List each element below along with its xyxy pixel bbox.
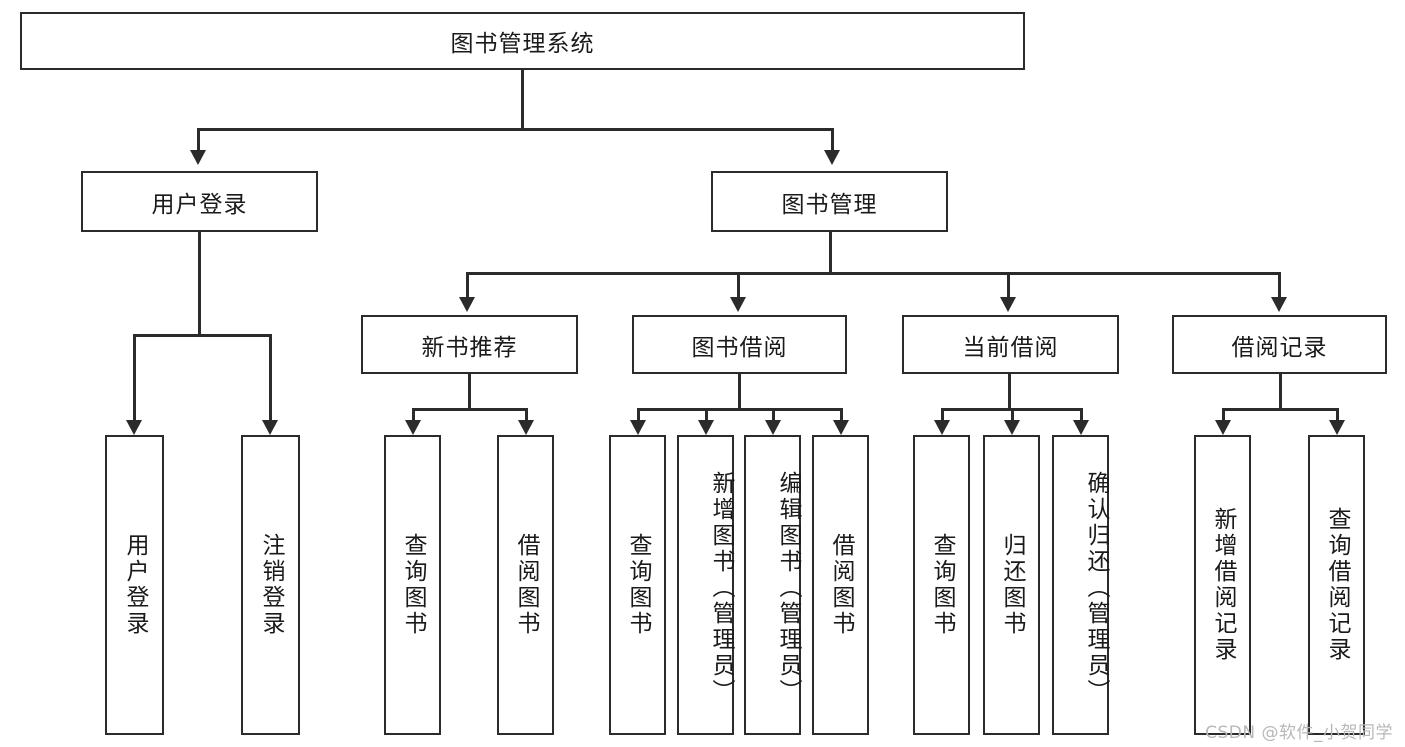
edge-root-to-book-mgmt — [831, 128, 834, 150]
edge-to-current-borrow — [1007, 272, 1010, 299]
arrowhead-bb-leaf-3 — [765, 420, 781, 435]
edge-user-login-to-leaf-2 — [269, 334, 272, 420]
node-label: 注销登录 — [258, 533, 284, 637]
node-label: 查询借阅记录 — [1324, 507, 1350, 663]
edge-book-borrow-stem — [738, 374, 741, 410]
node-label: 查询图书 — [929, 533, 955, 637]
leaf-nb-borrow-book[interactable]: 借阅图书 — [497, 435, 554, 735]
edge-current-borrow-bar — [941, 408, 1080, 411]
node-label: 借阅图书 — [828, 533, 854, 637]
edge-cb-leaf-2 — [1011, 408, 1014, 422]
arrowhead-cb-leaf-3 — [1073, 420, 1089, 435]
arrowhead-new-book — [459, 297, 475, 312]
edge-book-mgmt-stem — [829, 232, 832, 274]
node-root-system[interactable]: 图书管理系统 — [20, 12, 1025, 70]
leaf-nb-query-book[interactable]: 查询图书 — [384, 435, 441, 735]
node-label: 借阅图书 — [513, 533, 539, 637]
arrowhead-bb-leaf-4 — [833, 420, 849, 435]
edge-new-book-stem — [468, 374, 471, 410]
leaf-br-query-record[interactable]: 查询借阅记录 — [1308, 435, 1365, 735]
arrowhead-borrow-record — [1271, 297, 1287, 312]
edge-br-leaf-1 — [1222, 408, 1225, 422]
edge-to-borrow-record — [1278, 272, 1281, 299]
arrowhead-bb-leaf-2 — [698, 420, 714, 435]
edge-user-login-bar — [133, 334, 271, 337]
arrowhead-br-leaf-1 — [1215, 420, 1231, 435]
node-label: 确认归还（管理员） — [1083, 471, 1109, 705]
leaf-cb-return-book[interactable]: 归还图书 — [983, 435, 1040, 735]
arrowhead-br-leaf-2 — [1329, 420, 1345, 435]
edge-br-leaf-2 — [1336, 408, 1339, 422]
edge-root-stem — [521, 70, 524, 130]
node-user-login[interactable]: 用户登录 — [81, 171, 318, 232]
leaf-bb-query-book[interactable]: 查询图书 — [609, 435, 666, 735]
node-label: 图书管理系统 — [450, 31, 595, 57]
leaf-bb-borrow-book[interactable]: 借阅图书 — [812, 435, 869, 735]
leaf-br-add-record[interactable]: 新增借阅记录 — [1194, 435, 1251, 735]
arrowhead-book-borrow — [730, 297, 746, 312]
edge-new-book-leaf-2 — [525, 408, 528, 422]
arrowhead-book-mgmt — [824, 150, 840, 165]
arrowhead-cb-leaf-1 — [934, 420, 950, 435]
node-label: 新增图书（管理员） — [708, 471, 734, 705]
node-label: 查询图书 — [625, 533, 651, 637]
node-current-borrow[interactable]: 当前借阅 — [902, 315, 1119, 374]
edge-bb-leaf-3 — [772, 408, 775, 422]
edge-borrow-record-bar — [1222, 408, 1339, 411]
edge-root-to-user-login — [197, 128, 200, 150]
arrowhead-bb-leaf-1 — [630, 420, 646, 435]
node-book-management[interactable]: 图书管理 — [711, 171, 948, 232]
edge-book-mgmt-bar — [466, 272, 1278, 275]
edge-bb-leaf-2 — [705, 408, 708, 422]
edge-bb-leaf-1 — [637, 408, 640, 422]
edge-borrow-record-stem — [1279, 374, 1282, 410]
edge-user-login-stem — [198, 232, 201, 336]
node-book-borrow[interactable]: 图书借阅 — [632, 315, 847, 374]
watermark: CSDN @软件_小贺同学 — [1205, 723, 1393, 743]
node-label: 查询图书 — [400, 533, 426, 637]
arrowhead-leaf-logout — [262, 420, 278, 435]
edge-current-borrow-stem — [1008, 374, 1011, 410]
arrowhead-current-borrow — [1000, 297, 1016, 312]
edge-cb-leaf-3 — [1080, 408, 1083, 422]
node-label: 归还图书 — [999, 533, 1025, 637]
leaf-cb-confirm-return-admin[interactable]: 确认归还（管理员） — [1052, 435, 1109, 735]
edge-book-borrow-bar — [637, 408, 843, 411]
edge-root-bar — [197, 128, 834, 131]
node-new-book-recommend[interactable]: 新书推荐 — [361, 315, 578, 374]
leaf-bb-edit-book-admin[interactable]: 编辑图书（管理员） — [744, 435, 801, 735]
edge-new-book-leaf-1 — [412, 408, 415, 422]
node-label: 编辑图书（管理员） — [775, 471, 801, 705]
edge-new-book-bar — [412, 408, 528, 411]
node-borrow-record[interactable]: 借阅记录 — [1172, 315, 1387, 374]
edge-user-login-to-leaf-1 — [133, 334, 136, 420]
node-label: 图书借阅 — [691, 334, 788, 361]
node-label: 借阅记录 — [1231, 334, 1328, 361]
arrowhead-cb-leaf-2 — [1004, 420, 1020, 435]
node-label: 新增借阅记录 — [1210, 507, 1236, 663]
edge-bb-leaf-4 — [840, 408, 843, 422]
node-label: 用户登录 — [122, 533, 148, 637]
arrowhead-leaf-user-login — [126, 420, 142, 435]
edge-cb-leaf-1 — [941, 408, 944, 422]
arrowhead-nb-leaf-1 — [405, 420, 421, 435]
arrowhead-nb-leaf-2 — [518, 420, 534, 435]
node-label: 新书推荐 — [421, 334, 518, 361]
node-label: 图书管理 — [781, 191, 878, 218]
leaf-user-login[interactable]: 用户登录 — [105, 435, 164, 735]
edge-to-new-book — [466, 272, 469, 299]
node-label: 当前借阅 — [962, 334, 1059, 361]
leaf-bb-add-book-admin[interactable]: 新增图书（管理员） — [677, 435, 734, 735]
leaf-logout[interactable]: 注销登录 — [241, 435, 300, 735]
leaf-cb-query-book[interactable]: 查询图书 — [913, 435, 970, 735]
node-label: 用户登录 — [151, 191, 248, 218]
arrowhead-user-login — [190, 150, 206, 165]
edge-to-book-borrow — [737, 272, 740, 299]
